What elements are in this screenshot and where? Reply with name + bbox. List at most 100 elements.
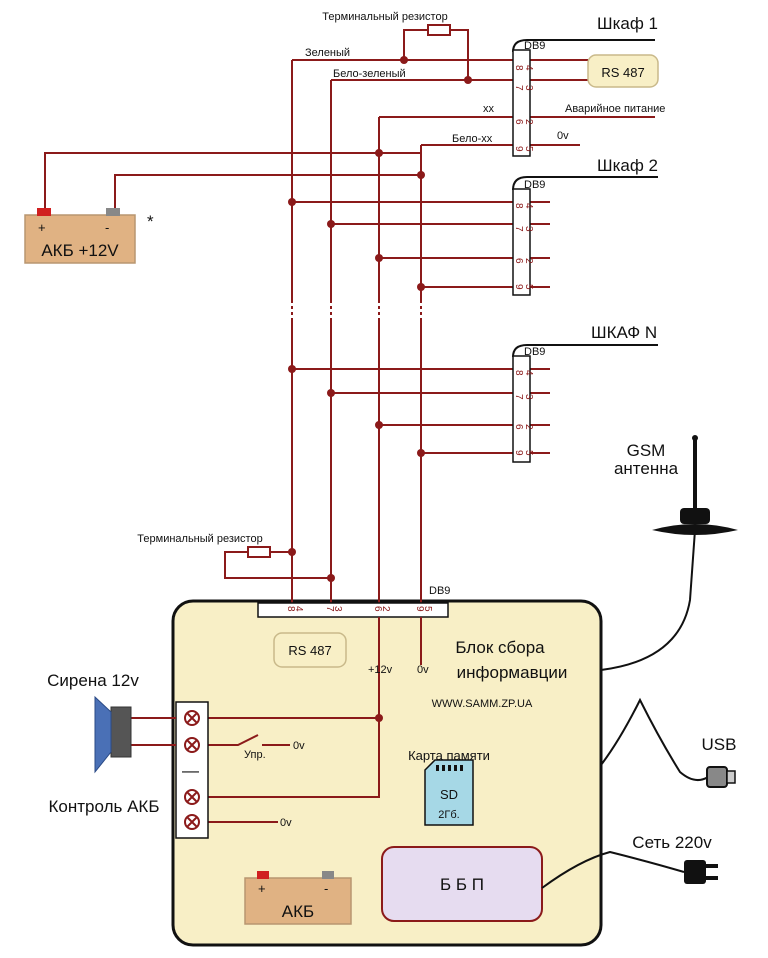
pin-label: 7 — [513, 394, 524, 400]
pin-labels-cabN: 4 8 3 7 2 6 5 9 — [513, 370, 534, 456]
db9-label-cab1: DB9 — [524, 40, 545, 52]
gsm-cable — [600, 529, 696, 671]
pin-label: 4 — [523, 203, 534, 209]
pin-label: 9 — [513, 284, 524, 290]
cab1-zero-v-label: 0v — [557, 130, 569, 142]
mains-label: Сеть 220v — [632, 833, 712, 852]
pin-label: 6 — [372, 606, 383, 612]
internal-battery-label: АКБ — [282, 902, 314, 921]
white-green-wire-label: Бело-зеленый — [333, 68, 406, 80]
db9-label-unit: DB9 — [429, 585, 450, 597]
node — [417, 283, 425, 291]
gsm-label-line2: антенна — [614, 459, 679, 478]
unit-db9-connector — [257, 602, 449, 618]
terminal-resistor-label-top: Терминальный резистор — [322, 11, 447, 23]
switch-label: Упр. — [244, 749, 266, 761]
db9-label-cab2: DB9 — [524, 179, 545, 191]
battery-minus-terminal — [106, 208, 120, 216]
internal-battery-plus-terminal — [257, 871, 269, 879]
gsm-label-line1: GSM — [627, 441, 666, 460]
battery-plus-terminal — [37, 208, 51, 216]
battery-control-label: Контроль АКБ — [49, 797, 160, 816]
pin-label: 5 — [523, 450, 534, 456]
node — [400, 56, 408, 64]
internal-battery-minus-terminal — [322, 871, 334, 879]
website-label: WWW.SAMM.ZP.UA — [432, 698, 533, 710]
psu-label: Б Б П — [440, 875, 484, 894]
pin-label: 6 — [513, 424, 524, 430]
siren-label: Сирена 12v — [47, 671, 139, 690]
screw-terminal — [184, 710, 200, 726]
rs485-label-cab1: RS 487 — [601, 65, 644, 80]
usb-label: USB — [702, 735, 737, 754]
pin-label: 7 — [324, 606, 335, 612]
node — [375, 421, 383, 429]
db9-label-cabN: DB9 — [524, 346, 545, 358]
plus12v-label: +12v — [368, 664, 393, 676]
terminal-resistor-bottom-leads — [224, 551, 331, 579]
internal-battery — [244, 877, 352, 925]
rs485-box-cab1 — [587, 54, 659, 88]
pin-label: 2 — [523, 258, 534, 264]
pin-label: 9 — [414, 606, 425, 612]
xx-wire-label: xx — [483, 103, 495, 115]
pin-label: 4 — [523, 65, 534, 71]
db9-cabN — [512, 344, 658, 463]
zero-v-label-unit: 0v — [417, 664, 429, 676]
pin-labels-unit: 4 8 3 7 2 6 5 9 — [285, 606, 433, 612]
sd-label-2: 2Гб. — [438, 809, 459, 821]
pin-label: 3 — [523, 85, 534, 91]
node — [288, 365, 296, 373]
internal-battery-plus-sign: + — [258, 881, 266, 896]
pin-labels-cab1: 4 8 3 7 2 6 5 9 — [513, 65, 534, 152]
terminal-resistor-label-bottom: Терминальный резистор — [137, 533, 262, 545]
node — [327, 389, 335, 397]
rs485-box-unit — [273, 632, 347, 668]
pin-label: 8 — [513, 65, 524, 71]
node — [375, 149, 383, 157]
unit-title-line1: Блок сбора — [455, 638, 545, 657]
pin-label: 8 — [513, 203, 524, 209]
node — [327, 574, 335, 582]
unit-title-line2: информавции — [457, 663, 568, 682]
pin-label: 6 — [513, 119, 524, 125]
pin-label: 9 — [513, 146, 524, 152]
pin-label: 3 — [332, 606, 343, 612]
battery-plus-sign: + — [38, 220, 46, 235]
pin-labels-cab2: 4 8 3 7 2 6 5 9 — [513, 203, 534, 290]
emergency-power-label: Аварийное питание — [565, 103, 665, 115]
screw-terminal — [184, 814, 200, 830]
terminal-resistor-leads — [403, 29, 469, 80]
usb-cable — [600, 697, 709, 782]
terminal-resistor-top — [427, 24, 451, 36]
pin-label: 4 — [523, 370, 534, 376]
node — [464, 76, 472, 84]
cab1-outputs — [530, 59, 655, 146]
node — [375, 254, 383, 262]
switch-zero-v-label: 0v — [293, 740, 305, 752]
pin-label: 3 — [523, 394, 534, 400]
pin-label: 2 — [380, 606, 391, 612]
siren-icon — [94, 695, 132, 774]
screw-terminal — [184, 789, 200, 805]
node — [375, 714, 383, 722]
battery-plus-wire — [44, 152, 421, 210]
pin-label: 4 — [293, 606, 304, 612]
battery-footnote-mark: * — [147, 212, 154, 231]
pin-label: 5 — [523, 284, 534, 290]
power-plug-icon — [684, 860, 718, 884]
screw-terminal — [184, 737, 200, 753]
node — [417, 171, 425, 179]
node — [288, 198, 296, 206]
battery-ctrl-zero-v-label: 0v — [280, 817, 292, 829]
terminal-resistor-bottom — [247, 546, 271, 558]
plus12-wire — [207, 617, 380, 798]
control-switch — [207, 734, 290, 746]
node — [288, 548, 296, 556]
white-xx-wire-label: Бело-хх — [452, 133, 493, 145]
terminal-separator: — — [182, 761, 199, 780]
pin-label: 5 — [422, 606, 433, 612]
pin-label: 7 — [513, 226, 524, 232]
pin-label: 5 — [523, 146, 534, 152]
